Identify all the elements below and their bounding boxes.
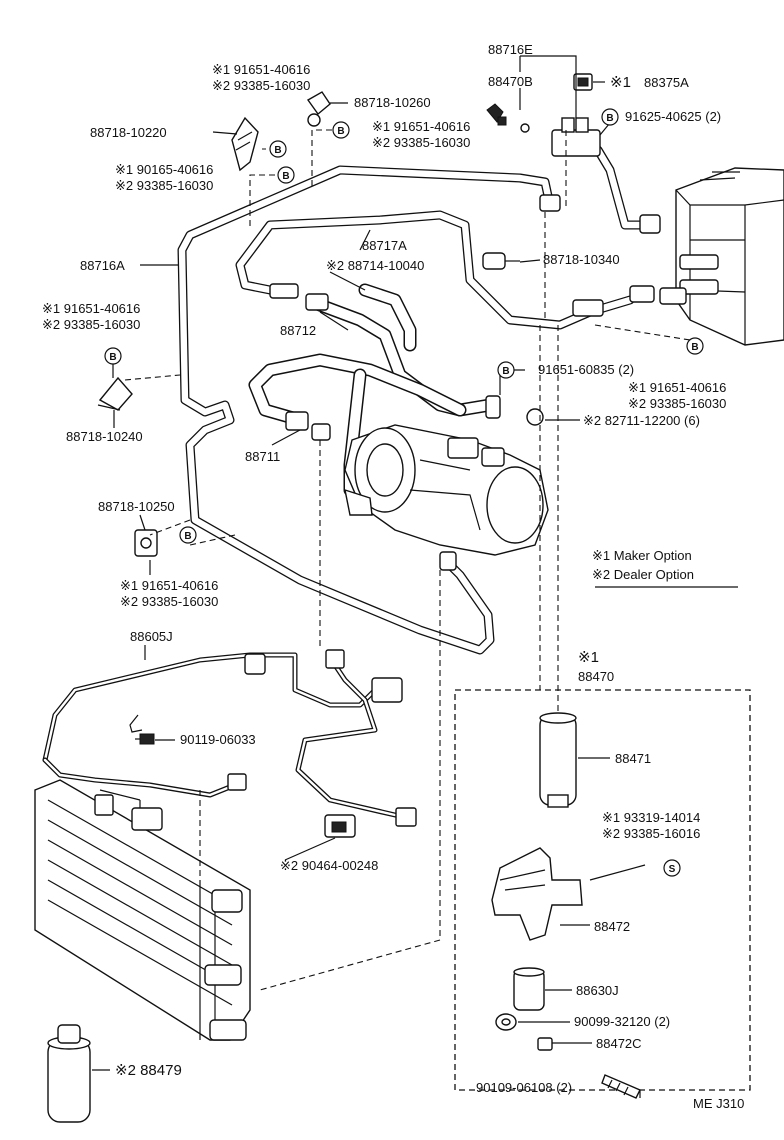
badge-b-bl: B [179,526,197,544]
svg-text:B: B [691,342,698,353]
clamp-88718-10220 [231,116,259,172]
label-m-opt2: ※2 93385-16030 [372,135,470,150]
pipe-to-evaporator [593,145,655,230]
badge-b-m: B [332,121,350,139]
hose-88714 [358,283,417,352]
compressor [344,424,549,556]
badge-b-tl: B [269,140,287,158]
badge-b-r: B [686,337,704,355]
badge-b-top-right: B [601,108,619,126]
label-l-opt2: ※2 93385-16030 [115,178,213,193]
label-s-opt2: ※2 93385-16016 [602,826,700,841]
label-90119: 90119-06033 [180,732,256,747]
receiver-assembly-box [454,689,751,1091]
svg-text:B: B [282,171,289,182]
expansion-valve-88716E [551,117,601,157]
label-s-opt1: ※1 93319-14014 [602,810,700,825]
label-88717A: 88717A [362,238,407,253]
clamp-88718-10240 [97,376,133,411]
label-91651-60835: 91651-60835 (2) [538,362,634,377]
label-tl-opt1: ※1 91651-40616 [212,62,310,77]
refrigerant-can-88479 [47,1024,91,1123]
part-labels: 88716E 88470B ※1 88375A 91625-40625 (2) … [42,42,744,1111]
pipe-88717A [235,210,635,330]
bolt-90109 [601,1074,641,1099]
badges: B B B B B B B B S [104,108,704,877]
connector-90464 [324,814,356,838]
label-88718-10340: 88718-10340 [543,252,620,267]
label-91625: 91625-40625 (2) [625,109,721,124]
label-88718-10250: 88718-10250 [98,499,175,514]
part-88470B [486,103,530,133]
label-90109: 90109-06108 (2) [476,1080,572,1095]
label-88605J: 88605J [130,629,173,644]
svg-text:B: B [337,126,344,137]
svg-text:B: B [109,352,116,363]
label-88716A: 88716A [80,258,125,273]
label-88712: 88712 [280,323,316,338]
part-88375A [573,73,593,91]
evaporator-unit [675,167,784,346]
label-88472C: 88472C [596,1036,642,1051]
label-90464: ※2 90464-00248 [280,858,378,873]
label-88718-10240: 88718-10240 [66,429,143,444]
badge-b-ll: B [104,347,122,365]
svg-text:B: B [184,531,191,542]
svg-text:B: B [274,145,281,156]
bracket-88472 [491,847,583,941]
pipe-88716A [177,165,553,655]
badge-b-l: B [277,166,295,184]
label-box-mark: ※1 [578,649,599,666]
label-88630J: 88630J [576,983,619,998]
label-88718-10260: 88718-10260 [354,95,431,110]
bolt-90119 [135,733,155,745]
leader-lines [92,55,738,1098]
label-ll-opt1: ※1 91651-40616 [42,301,140,316]
svg-text:B: B [502,366,509,377]
pipe-fittings [269,194,687,571]
label-90099: 90099-32120 (2) [574,1014,670,1029]
svg-text:B: B [606,113,613,124]
label-88375A-mark: ※1 [610,74,631,91]
svg-text:S: S [669,864,676,875]
label-88375A: 88375A [644,75,689,90]
clamp-82711 [526,408,544,426]
label-88472: 88472 [594,919,630,934]
hose-88711 [248,353,467,427]
badge-s: S [663,859,681,877]
label-bl-opt1: ※1 91651-40616 [120,578,218,593]
condenser [34,779,251,1041]
clamp-88718-10250 [134,529,158,557]
receiver-88471 [539,712,577,808]
label-l-opt1: ※1 90165-40616 [115,162,213,177]
clamp-88718-10260 [306,91,331,127]
label-88470: 88470 [578,669,614,684]
legend-dealer-option: ※2 Dealer Option [592,567,694,582]
part-88630J [513,967,545,1011]
label-88718-10220: 88718-10220 [90,125,167,140]
label-ll-opt2: ※2 93385-16030 [42,317,140,332]
label-82711: ※2 82711-12200 (6) [583,413,700,428]
badge-b-mid: B [497,361,515,379]
label-r-opt1: ※1 91651-40616 [628,380,726,395]
legend-maker-option: ※1 Maker Option [592,548,692,563]
label-88716E: 88716E [488,42,533,57]
label-m-opt1: ※1 91651-40616 [372,119,470,134]
label-88714: ※2 88714-10040 [326,258,424,273]
label-bl-opt2: ※2 93385-16030 [120,594,218,609]
clamp-88718-10340 [482,252,520,270]
label-tl-opt2: ※2 93385-16030 [212,78,310,93]
label-r-opt2: ※2 93385-16030 [628,396,726,411]
label-88711: 88711 [245,449,280,464]
footer-code: ME J310 [693,1096,744,1111]
bolt-88472C [537,1037,553,1051]
label-88479: ※2 88479 [115,1062,182,1079]
label-88470B: 88470B [488,74,533,89]
label-88471: 88471 [615,751,651,766]
grommet-90099 [495,1013,517,1031]
wire-harness-88605J [42,649,417,827]
